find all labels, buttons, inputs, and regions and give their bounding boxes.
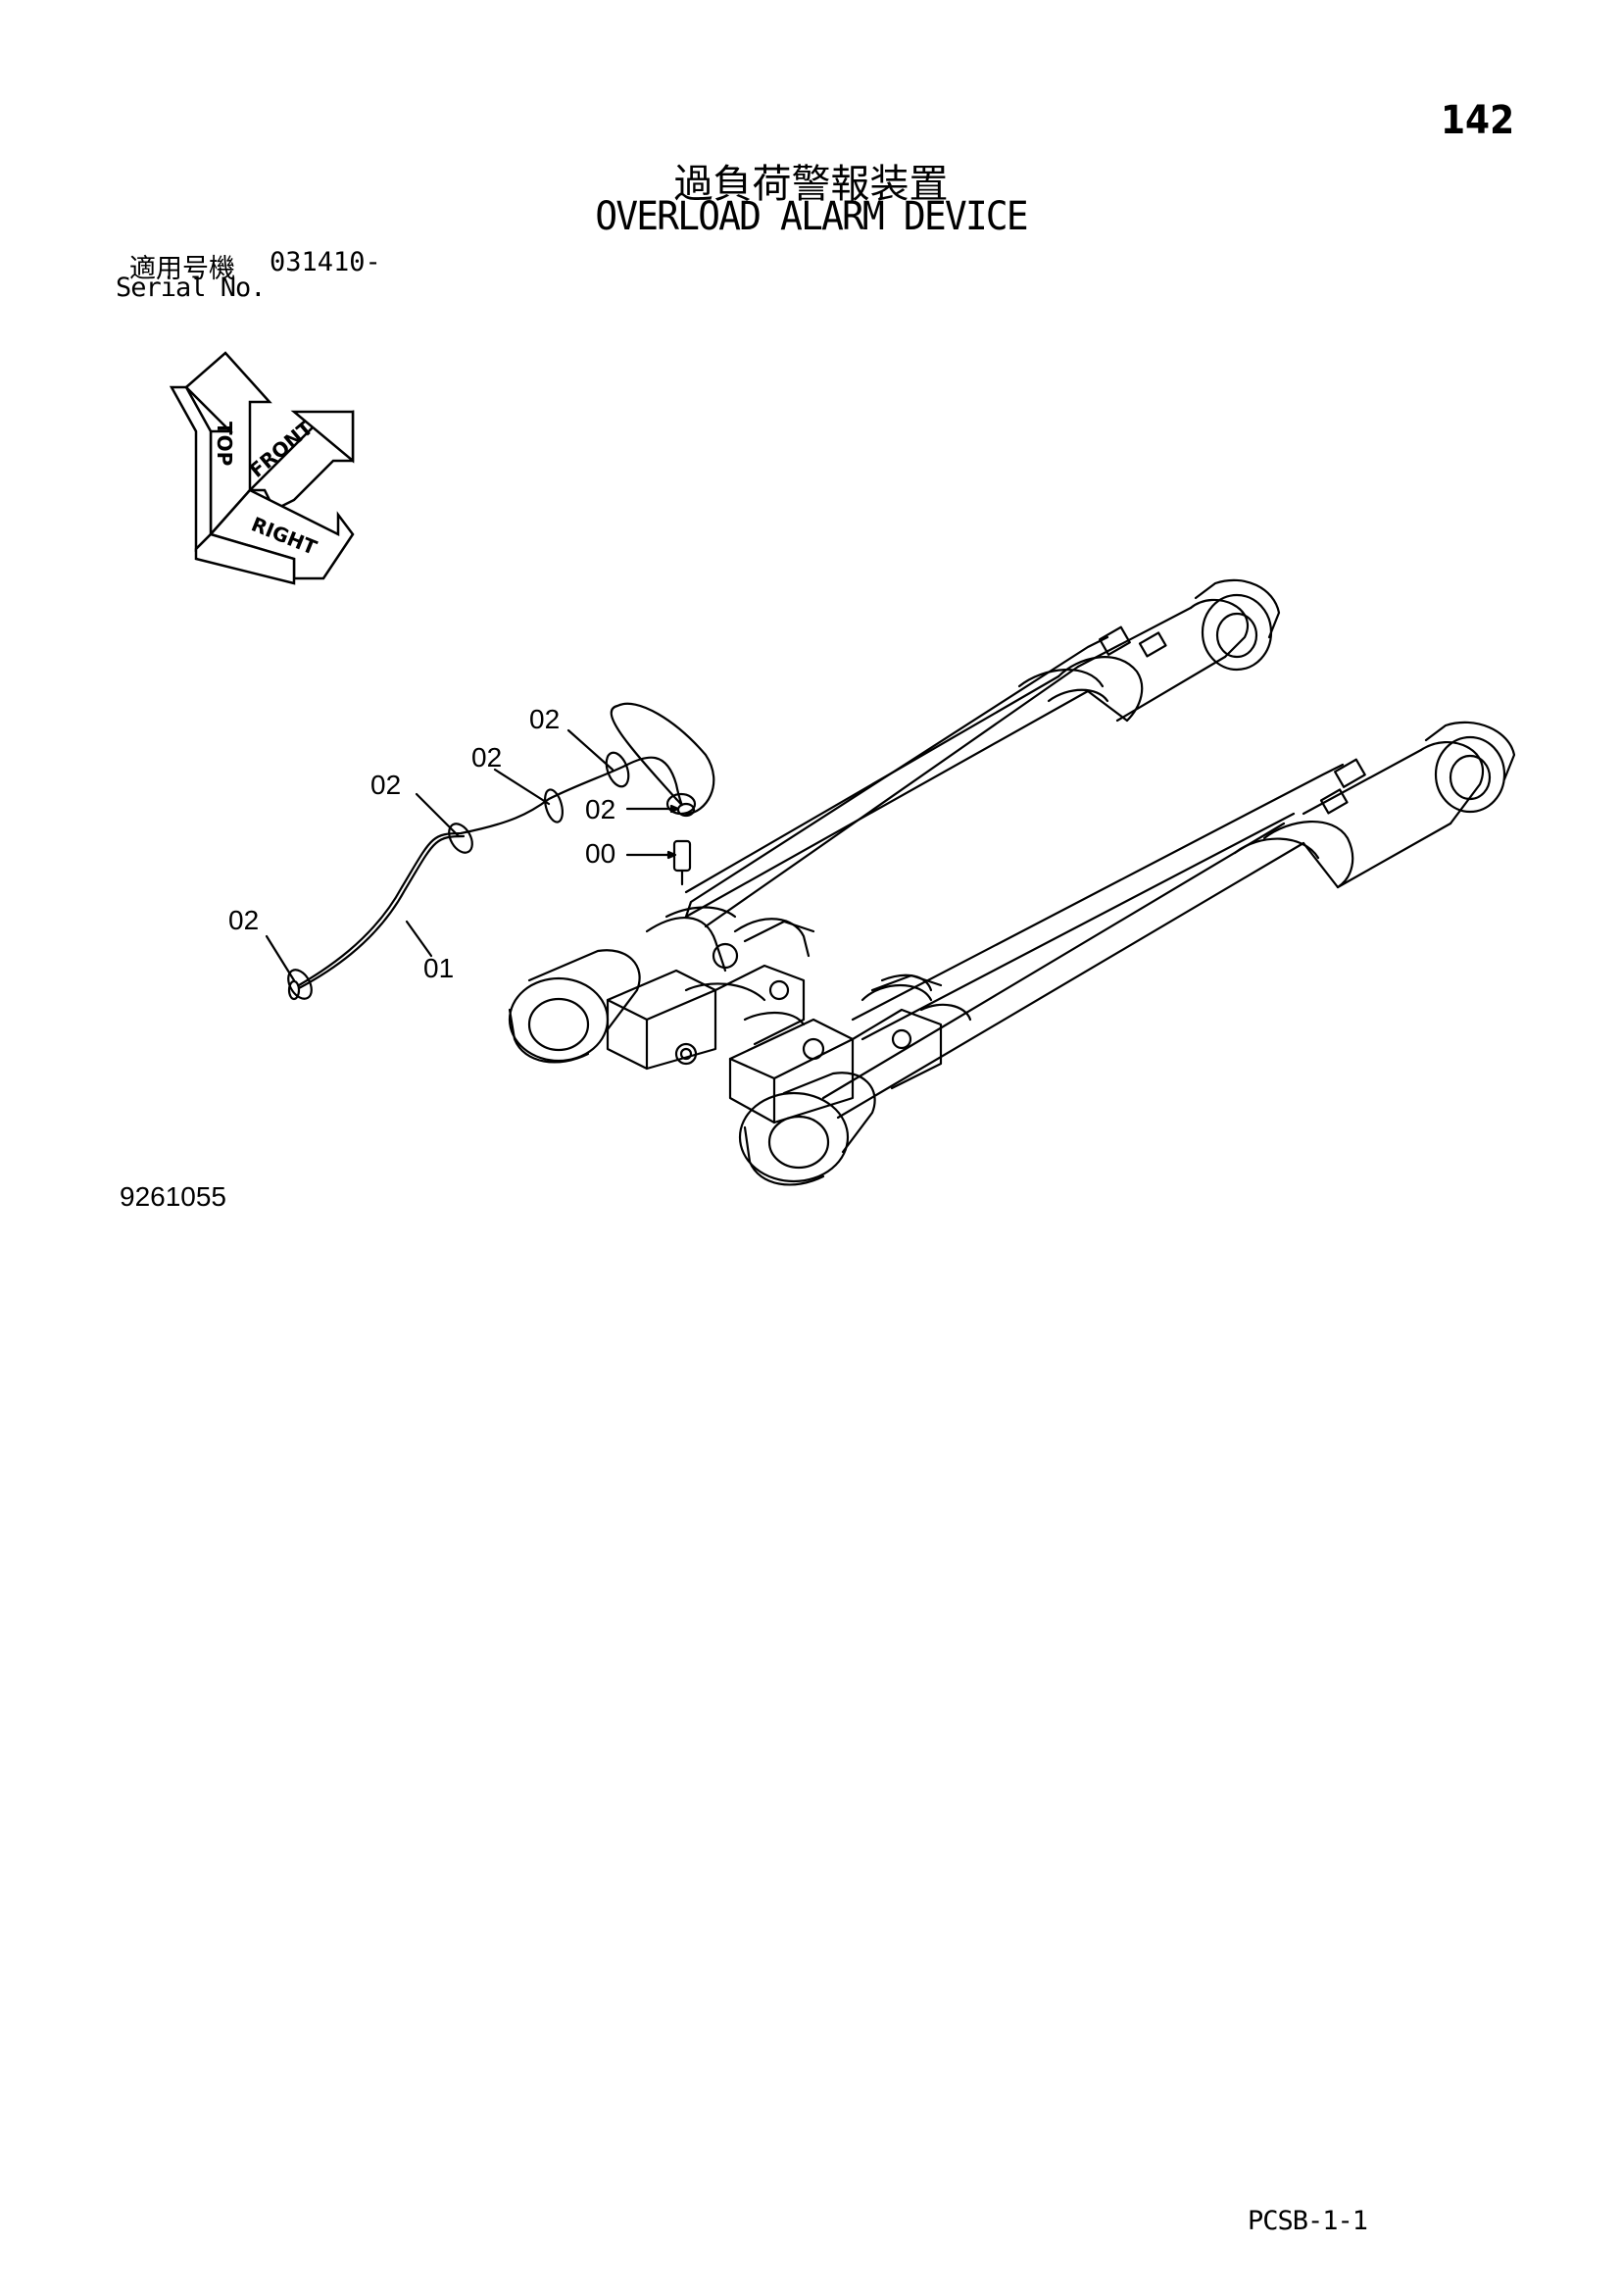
clamp-1	[287, 969, 313, 1000]
serial-label-english: Serial No.	[116, 273, 267, 303]
page-title-english: OVERLOAD ALARM DEVICE	[595, 194, 1028, 239]
boom-cylinder-right	[821, 721, 1516, 1120]
wire-harness-upper	[610, 702, 715, 816]
cylinder-base-eye-right	[738, 1072, 876, 1186]
top-arrow-icon	[184, 351, 272, 538]
boom-cylinder-left	[684, 578, 1281, 928]
callout-label: 02	[529, 704, 561, 734]
orientation-top-label: TOP	[213, 422, 236, 466]
callout-label: 02	[228, 905, 260, 935]
pressure-sensor	[672, 839, 692, 873]
callout-label: 02	[370, 770, 402, 800]
orientation-front-label: FRONT	[245, 416, 318, 482]
figure-number: 9261055	[120, 1181, 227, 1212]
clamp-2	[448, 823, 473, 854]
clamp-3	[544, 788, 564, 824]
right-arrow-icon	[208, 488, 355, 580]
page-number: 142	[1441, 98, 1515, 143]
clamp-5	[665, 792, 697, 816]
callout-label: 01	[423, 953, 455, 983]
wire-harness	[297, 756, 683, 987]
valve-block-left	[606, 906, 815, 1071]
front-arrow-icon	[246, 410, 355, 512]
serial-label-japanese: 適用号機	[129, 254, 235, 284]
orientation-right-label: RIGHT	[248, 512, 320, 559]
valve-block-right	[728, 973, 972, 1124]
callout-label: 02	[585, 794, 616, 824]
callout-label: 02	[471, 742, 503, 773]
serial-range: 031410-	[270, 247, 381, 277]
page-title-japanese: 過負荷警報装置	[673, 162, 949, 207]
clamp-4	[605, 751, 630, 788]
callout-label: 00	[585, 838, 616, 869]
cylinder-base-eye-left	[508, 949, 641, 1064]
page-code: PCSB-1-1	[1248, 2206, 1368, 2236]
